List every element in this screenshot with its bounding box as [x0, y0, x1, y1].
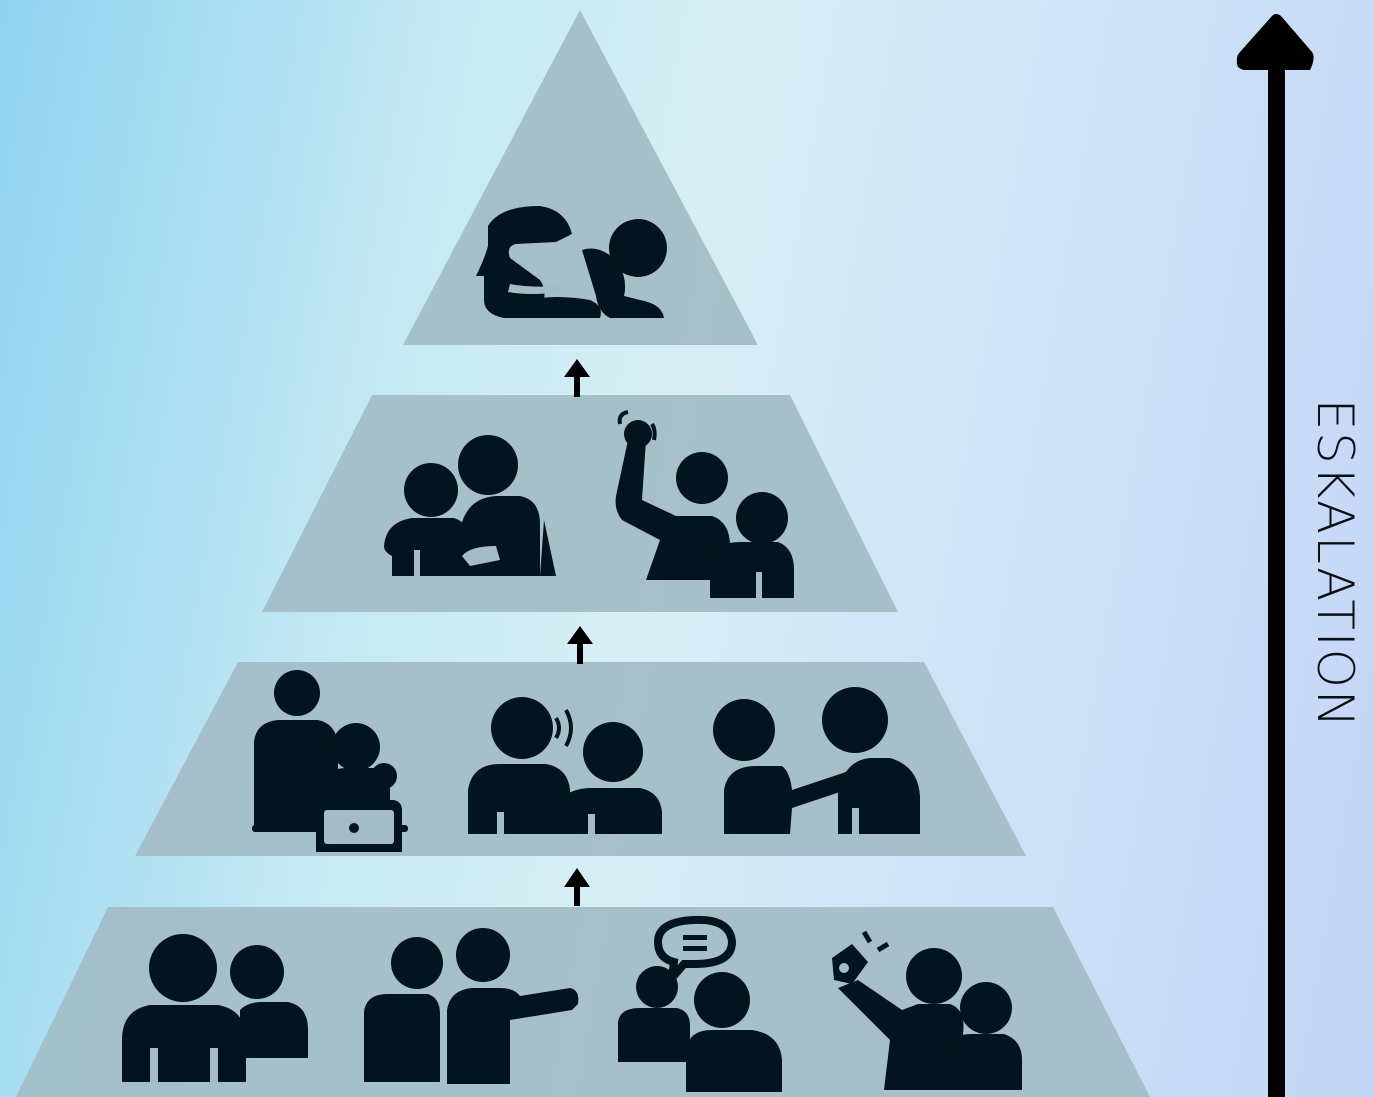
tier-4-band — [403, 10, 758, 345]
pyramid-tier-2 — [135, 662, 1026, 856]
tier-3-to-4-arrow — [564, 359, 590, 397]
pyramid-tier-3 — [262, 395, 898, 612]
person-pushing-icon — [713, 687, 920, 834]
tier-2-to-3-arrow — [567, 626, 593, 664]
pyramid-tier-1 — [16, 907, 1150, 1097]
person-pointing-icon — [364, 928, 579, 1084]
tier-1-to-2-arrow — [564, 868, 590, 906]
person-cyber-laptop-icon — [252, 670, 408, 852]
person-shouting-icon — [468, 697, 662, 834]
person-crouching-icon — [476, 206, 667, 318]
two-persons-excluding-icon — [122, 934, 308, 1082]
person-gossip-icon — [618, 915, 782, 1092]
person-hitting-icon — [615, 410, 794, 598]
tier-3-band — [262, 395, 898, 612]
person-filming-icon — [832, 930, 1022, 1090]
pyramid-tier-4 — [403, 10, 758, 345]
escalation-label: ESKALATION — [1306, 398, 1364, 730]
escalation-arrow — [1236, 14, 1314, 1097]
person-cornering-icon — [384, 435, 556, 576]
